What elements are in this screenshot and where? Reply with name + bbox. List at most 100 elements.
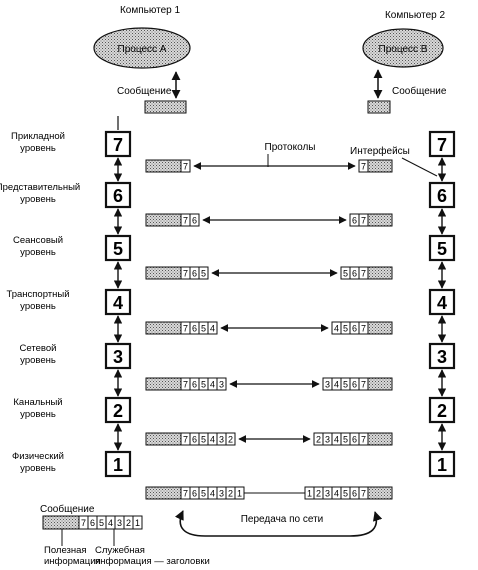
packet-right-payload (367, 377, 393, 391)
legend-service-line2: информация — заголовки (95, 556, 210, 567)
network-transfer-arrow (174, 510, 383, 537)
packet-left-header-label: 7 (183, 489, 188, 499)
packet-right-payload (367, 486, 393, 500)
layer-name-sub-1: уровень (20, 463, 56, 474)
packet-right-header-label: 4 (334, 324, 339, 334)
process-a-label: Процесс А (118, 44, 167, 55)
packet-right-payload (367, 321, 393, 335)
packet-left-payload (145, 321, 182, 335)
packet-right-header-label: 5 (343, 324, 348, 334)
process-a-ellipse (93, 27, 191, 69)
packet-left-header-cell (180, 159, 191, 173)
layer-box-right-3 (428, 342, 456, 370)
packet-left-payload (145, 432, 182, 446)
packet-right-header-label: 7 (361, 216, 366, 226)
packet-right-header-label: 5 (343, 435, 348, 445)
layer-number-right-3: 3 (437, 347, 447, 367)
packet-right-header-label: 6 (352, 216, 357, 226)
packet-left-payload (145, 213, 182, 227)
packet-right-header-label: 5 (343, 489, 348, 499)
layer-number-left-1: 1 (113, 455, 123, 475)
packet-right-header-label: 6 (352, 324, 357, 334)
packet-right-header-label: 7 (361, 324, 366, 334)
packet-right-payload (367, 159, 393, 173)
legend-payload-line1: Полезная (44, 545, 87, 556)
legend-header-cell (132, 515, 143, 530)
packet-right-header-label: 5 (343, 380, 348, 390)
message-box-right (367, 100, 391, 114)
layer-name-1: Физический (12, 451, 64, 462)
packet-right-header-label: 1 (307, 489, 312, 499)
packet-left-header-label: 7 (183, 324, 188, 334)
packet-left-header-label: 3 (219, 435, 224, 445)
protocols-label: Протоколы (265, 142, 316, 153)
layer-box-right-2 (428, 396, 456, 424)
packet-left-header-cell (198, 266, 209, 280)
layer-number-right-5: 5 (437, 239, 447, 259)
layer-name-7: Прикладной (11, 131, 65, 142)
layer-number-right-7: 7 (437, 135, 447, 155)
layer-name-sub-6: уровень (20, 194, 56, 205)
layer-number-left-4: 4 (113, 293, 123, 313)
legend-service-line1: Служебная (95, 545, 145, 556)
layer-box-left-3 (104, 342, 132, 370)
layer-box-left-1 (104, 450, 132, 478)
layer-number-right-2: 2 (437, 401, 447, 421)
legend-header-label: 1 (135, 518, 140, 528)
packet-right-header-label: 2 (316, 435, 321, 445)
packet-left-header-label: 4 (210, 380, 215, 390)
packet-right-header-label: 4 (334, 489, 339, 499)
packet-left-header-label: 7 (183, 435, 188, 445)
computer-1-title: Компьютер 1 (120, 5, 181, 16)
packet-right-header-label: 6 (352, 380, 357, 390)
packet-left-header-label: 5 (201, 435, 206, 445)
layer-name-4: Транспортный (6, 289, 69, 300)
packet-left-header-label: 1 (237, 489, 242, 499)
packet-left-header-label: 4 (210, 435, 215, 445)
packet-left-payload (145, 486, 182, 500)
legend-title: Сообщение (40, 503, 95, 515)
packet-right-payload (367, 432, 393, 446)
packet-left-header-label: 2 (228, 435, 233, 445)
packet-left-header-label: 4 (210, 489, 215, 499)
layer-box-left-4 (104, 288, 132, 316)
packet-right-header-label: 3 (325, 435, 330, 445)
network-transfer-label: Передача по сети (241, 514, 324, 525)
packet-right-header-label: 7 (361, 162, 366, 172)
packet-right-header-label: 6 (352, 489, 357, 499)
layer-box-left-5 (104, 234, 132, 262)
layer-number-right-6: 6 (437, 186, 447, 206)
packet-right-header-label: 5 (343, 269, 348, 279)
packet-left-header-label: 6 (192, 269, 197, 279)
packet-left-header-label: 7 (183, 216, 188, 226)
message-label-right: Сообщение (392, 85, 447, 97)
layer-name-3: Сетевой (20, 343, 57, 354)
packet-left-payload (145, 377, 182, 391)
layer-number-right-1: 1 (437, 455, 447, 475)
packet-left-header-label: 6 (192, 380, 197, 390)
layer-name-sub-4: уровень (20, 301, 56, 312)
interfaces-label: Интерфейсы (350, 145, 410, 157)
packet-right-header-label: 3 (325, 489, 330, 499)
packet-left-header-label: 7 (183, 162, 188, 172)
layer-number-right-4: 4 (437, 293, 447, 313)
legend-header-label: 6 (90, 518, 95, 528)
layer-name-6: Представительный (0, 182, 80, 193)
packet-left-header-cell (225, 432, 236, 446)
computer-2-title: Компьютер 2 (385, 10, 446, 21)
layer-number-left-2: 2 (113, 401, 123, 421)
layer-name-sub-2: уровень (20, 409, 56, 420)
packet-left-header-cell (216, 377, 227, 391)
packet-right-header-label: 7 (361, 489, 366, 499)
packet-left-header-label: 6 (192, 324, 197, 334)
legend-header-label: 4 (108, 518, 113, 528)
packet-left-payload (145, 266, 182, 280)
layer-number-left-7: 7 (113, 135, 123, 155)
packet-right-header-label: 7 (361, 269, 366, 279)
packet-left-header-label: 5 (201, 269, 206, 279)
legend-header-label: 7 (81, 518, 86, 528)
packet-left-header-label: 7 (183, 269, 188, 279)
message-label-left: Сообщение (117, 85, 172, 97)
legend-header-label: 3 (117, 518, 122, 528)
